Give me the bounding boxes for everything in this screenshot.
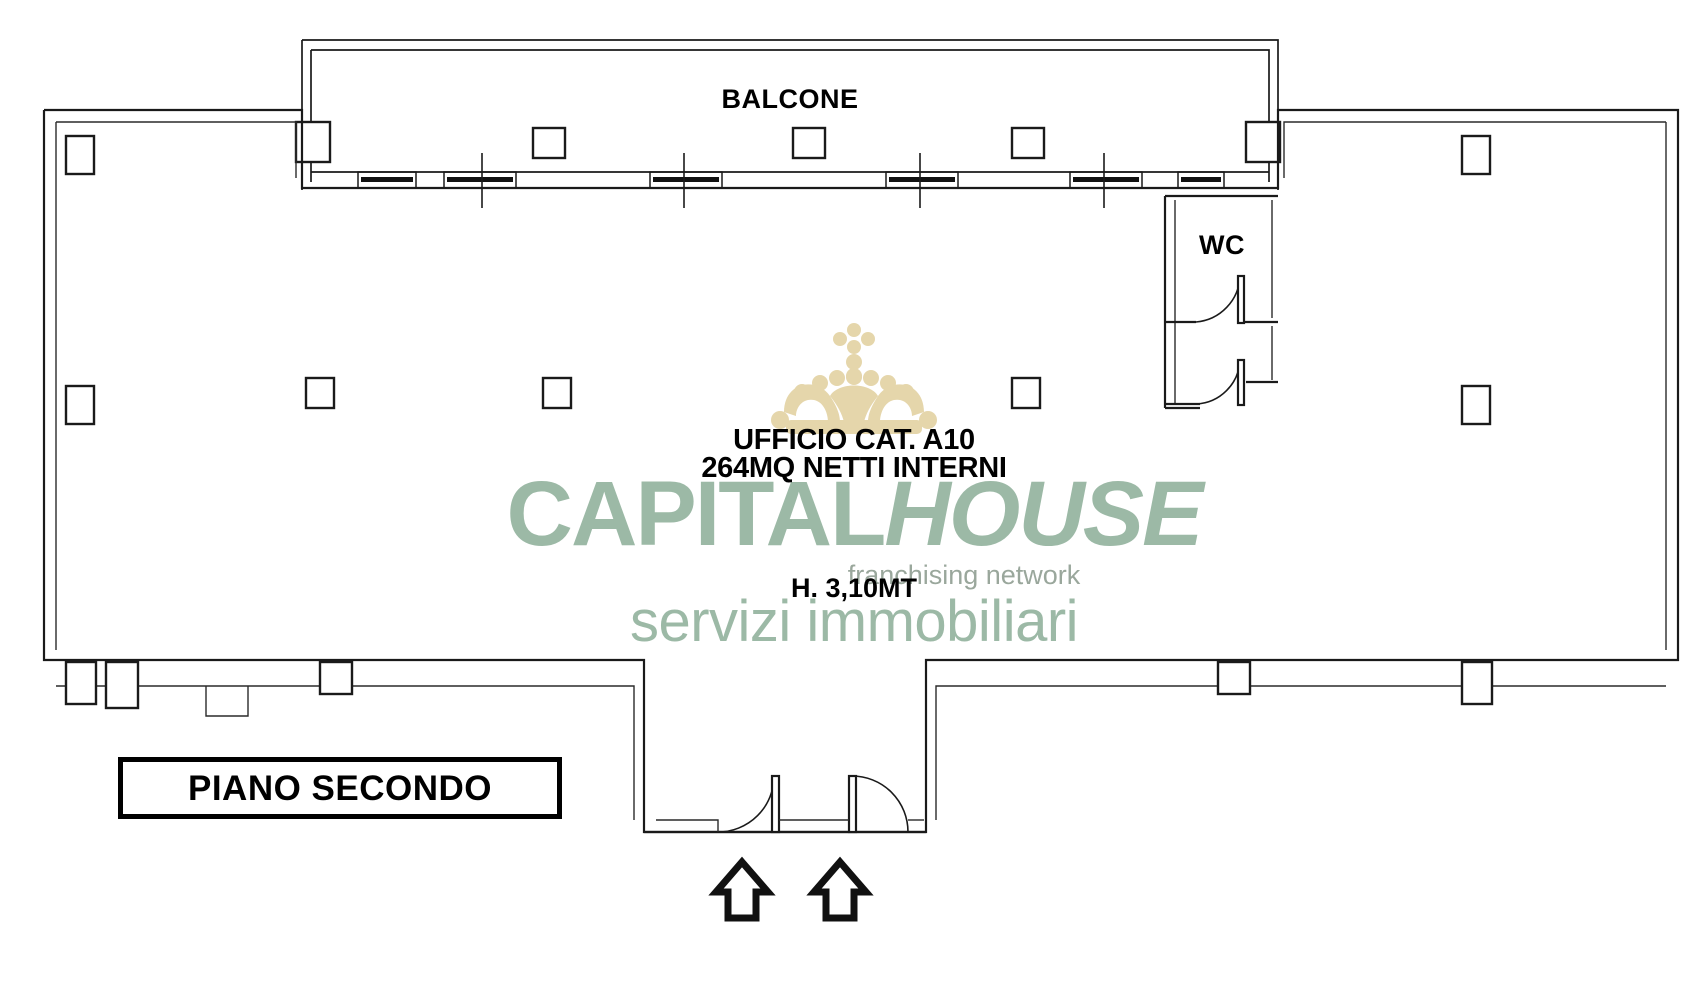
entrance-vestibule bbox=[644, 774, 926, 834]
annotation-height: H. 3,10MT bbox=[790, 573, 918, 603]
building-outline bbox=[42, 108, 1680, 834]
window-symbol bbox=[1177, 171, 1225, 189]
window-symbol bbox=[357, 171, 417, 189]
bottom-wall-pilasters bbox=[104, 660, 1252, 717]
balcony-pilasters bbox=[294, 120, 1282, 164]
floor-level-label: PIANO SECONDO bbox=[187, 768, 493, 808]
window-symbol bbox=[1069, 171, 1143, 189]
facade-openings bbox=[357, 153, 1225, 208]
wc-room bbox=[1163, 194, 1278, 410]
floor-level-badge: PIANO SECONDO bbox=[118, 757, 562, 819]
left-wall-pilasters bbox=[64, 134, 98, 706]
interior-columns bbox=[304, 376, 1042, 410]
right-wall-pilasters bbox=[1460, 134, 1494, 706]
window-symbol bbox=[885, 171, 959, 189]
window-symbol bbox=[649, 171, 723, 189]
balcony-outline bbox=[301, 39, 1279, 190]
annotation-area: 264MQ NETTI INTERNI bbox=[701, 452, 1007, 484]
entry-arrow-left bbox=[708, 856, 776, 922]
room-label-wc: WC bbox=[1199, 230, 1245, 260]
entry-arrow-right bbox=[806, 856, 874, 922]
room-label-balcone: BALCONE bbox=[722, 84, 859, 114]
window-symbol bbox=[443, 171, 517, 189]
